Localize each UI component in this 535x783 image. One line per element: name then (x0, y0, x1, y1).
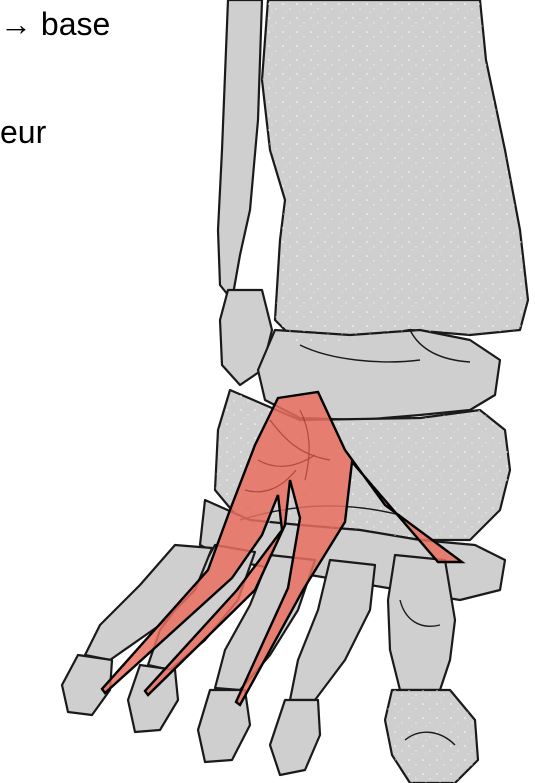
toe-4 (128, 665, 178, 732)
fibula-bone (218, 0, 262, 300)
toe-2 (270, 700, 320, 775)
metatarsal-1 (388, 555, 455, 690)
